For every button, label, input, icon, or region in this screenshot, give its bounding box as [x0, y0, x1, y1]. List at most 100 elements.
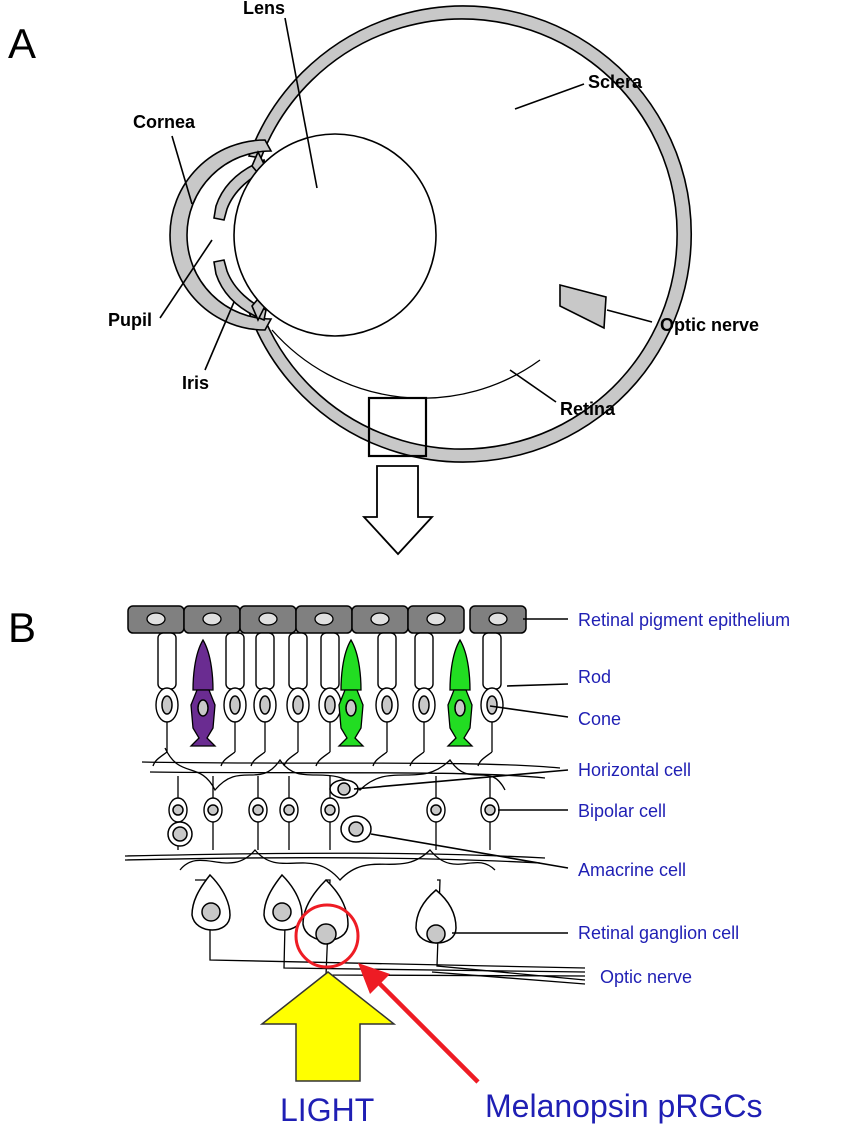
light-arrow	[259, 971, 397, 1082]
ganglion-cell	[191, 873, 231, 931]
epithelium-cell	[351, 605, 409, 634]
rod-cell	[315, 632, 342, 767]
label-amacrine-cell: Amacrine cell	[578, 860, 686, 880]
label-cone: Cone	[578, 709, 621, 729]
melanopsin-highlight-circle	[294, 903, 360, 969]
bipolar-cell	[279, 776, 299, 850]
amacrine-cells	[167, 815, 372, 847]
bipolar-cell	[480, 776, 500, 850]
rod-outer-segment	[225, 632, 245, 690]
rod-nucleus	[292, 695, 304, 715]
rod-axon	[152, 722, 168, 767]
rod-axon	[283, 722, 299, 767]
epithelium-nucleus	[426, 612, 446, 626]
bipolar-cell	[426, 776, 446, 850]
melanopsin-arrow-head	[358, 963, 390, 994]
label-pupil: Pupil	[108, 310, 152, 330]
cone-nucleus	[454, 699, 466, 717]
optic-nerve-leader	[606, 309, 653, 323]
label-optic-nerve-b: Optic nerve	[600, 967, 692, 987]
lens-leader	[284, 17, 318, 189]
rod-outer-segment	[377, 632, 397, 690]
label-lens: Lens	[243, 0, 285, 18]
photoreceptor-layer	[152, 632, 504, 767]
cone-soma	[189, 689, 217, 747]
panel-b-letter: B	[8, 604, 36, 651]
cone-outer-segment	[449, 638, 471, 691]
panel-a: A Lens Sclera Cornea Pupil Iris	[8, 0, 759, 556]
bipolar-nucleus	[252, 804, 264, 816]
cone-leader	[489, 705, 569, 718]
label-retinal-ganglion-cell: Retinal ganglion cell	[578, 923, 739, 943]
zoom-arrow	[361, 465, 435, 556]
epithelium-nucleus	[146, 612, 166, 626]
epithelium-cell	[295, 605, 353, 634]
rod-cell	[152, 632, 179, 767]
cone-cell	[189, 638, 217, 747]
label-rpe: Retinal pigment epithelium	[578, 610, 790, 630]
rod-nucleus	[324, 695, 336, 715]
panel-b: B	[8, 604, 790, 1127]
cone-cell	[446, 638, 474, 747]
label-optic-nerve-a: Optic nerve	[660, 315, 759, 335]
panel-a-letter: A	[8, 20, 36, 67]
cone-nucleus	[345, 699, 357, 717]
rod-outer-segment	[255, 632, 275, 690]
label-cornea: Cornea	[133, 112, 196, 132]
label-retina: Retina	[560, 399, 616, 419]
retina-leader	[509, 369, 557, 403]
bipolar-nucleus	[324, 804, 336, 816]
rod-outer-segment	[414, 632, 434, 690]
epithelium-cell	[239, 605, 297, 634]
rod-nucleus	[229, 695, 241, 715]
cornea-leader	[171, 135, 193, 205]
sclera-leader	[514, 83, 585, 110]
bipolar-nucleus	[207, 804, 219, 816]
horizontal-leader	[353, 769, 569, 790]
lens-circle	[233, 133, 437, 337]
cone-outer-segment	[340, 638, 362, 691]
rod-cell	[409, 632, 436, 767]
bipolar-cell	[203, 776, 223, 850]
amacrine-leader	[370, 833, 569, 869]
epithelium-cell	[183, 605, 241, 634]
rod-outer-segment	[157, 632, 177, 690]
rod-axon	[315, 722, 331, 767]
rod-nucleus	[381, 695, 393, 715]
rod-leader	[506, 683, 569, 687]
cornea-band	[169, 139, 273, 331]
cone-soma	[337, 689, 365, 747]
rod-cell	[372, 632, 399, 767]
pigment-epithelium	[127, 605, 527, 634]
retina-zoom-box	[367, 396, 428, 458]
rod-axon	[372, 722, 388, 767]
cone-soma	[446, 689, 474, 747]
epithelium-nucleus	[202, 612, 222, 626]
label-iris: Iris	[182, 373, 209, 393]
rod-cell	[250, 632, 277, 767]
rod-nucleus	[161, 695, 173, 715]
ganglion-layer	[191, 873, 586, 985]
ganglion-cell	[415, 889, 457, 944]
cone-outer-segment	[192, 638, 214, 691]
label-rod: Rod	[578, 667, 611, 687]
rod-axon	[477, 722, 493, 767]
rod-outer-segment	[288, 632, 308, 690]
label-sclera: Sclera	[588, 72, 643, 92]
bipolar-nucleus	[484, 804, 496, 816]
melanopsin-arrow-shaft	[370, 974, 480, 1084]
label-horizontal-cell: Horizontal cell	[578, 760, 691, 780]
label-melanopsin-prgcs: Melanopsin pRGCs	[485, 1088, 762, 1124]
cone-nucleus	[197, 699, 209, 717]
rod-axon	[220, 722, 236, 767]
epithelium-cell	[469, 605, 527, 634]
bipolar-nucleus	[283, 804, 295, 816]
epithelium-nucleus	[258, 612, 278, 626]
epithelium-nucleus	[370, 612, 390, 626]
ganglion-cell-melanopsin	[302, 878, 349, 945]
epithelium-nucleus	[314, 612, 334, 626]
epithelium-cell	[127, 605, 185, 634]
bipolar-nucleus	[172, 804, 184, 816]
horizontal-cell	[329, 779, 359, 799]
